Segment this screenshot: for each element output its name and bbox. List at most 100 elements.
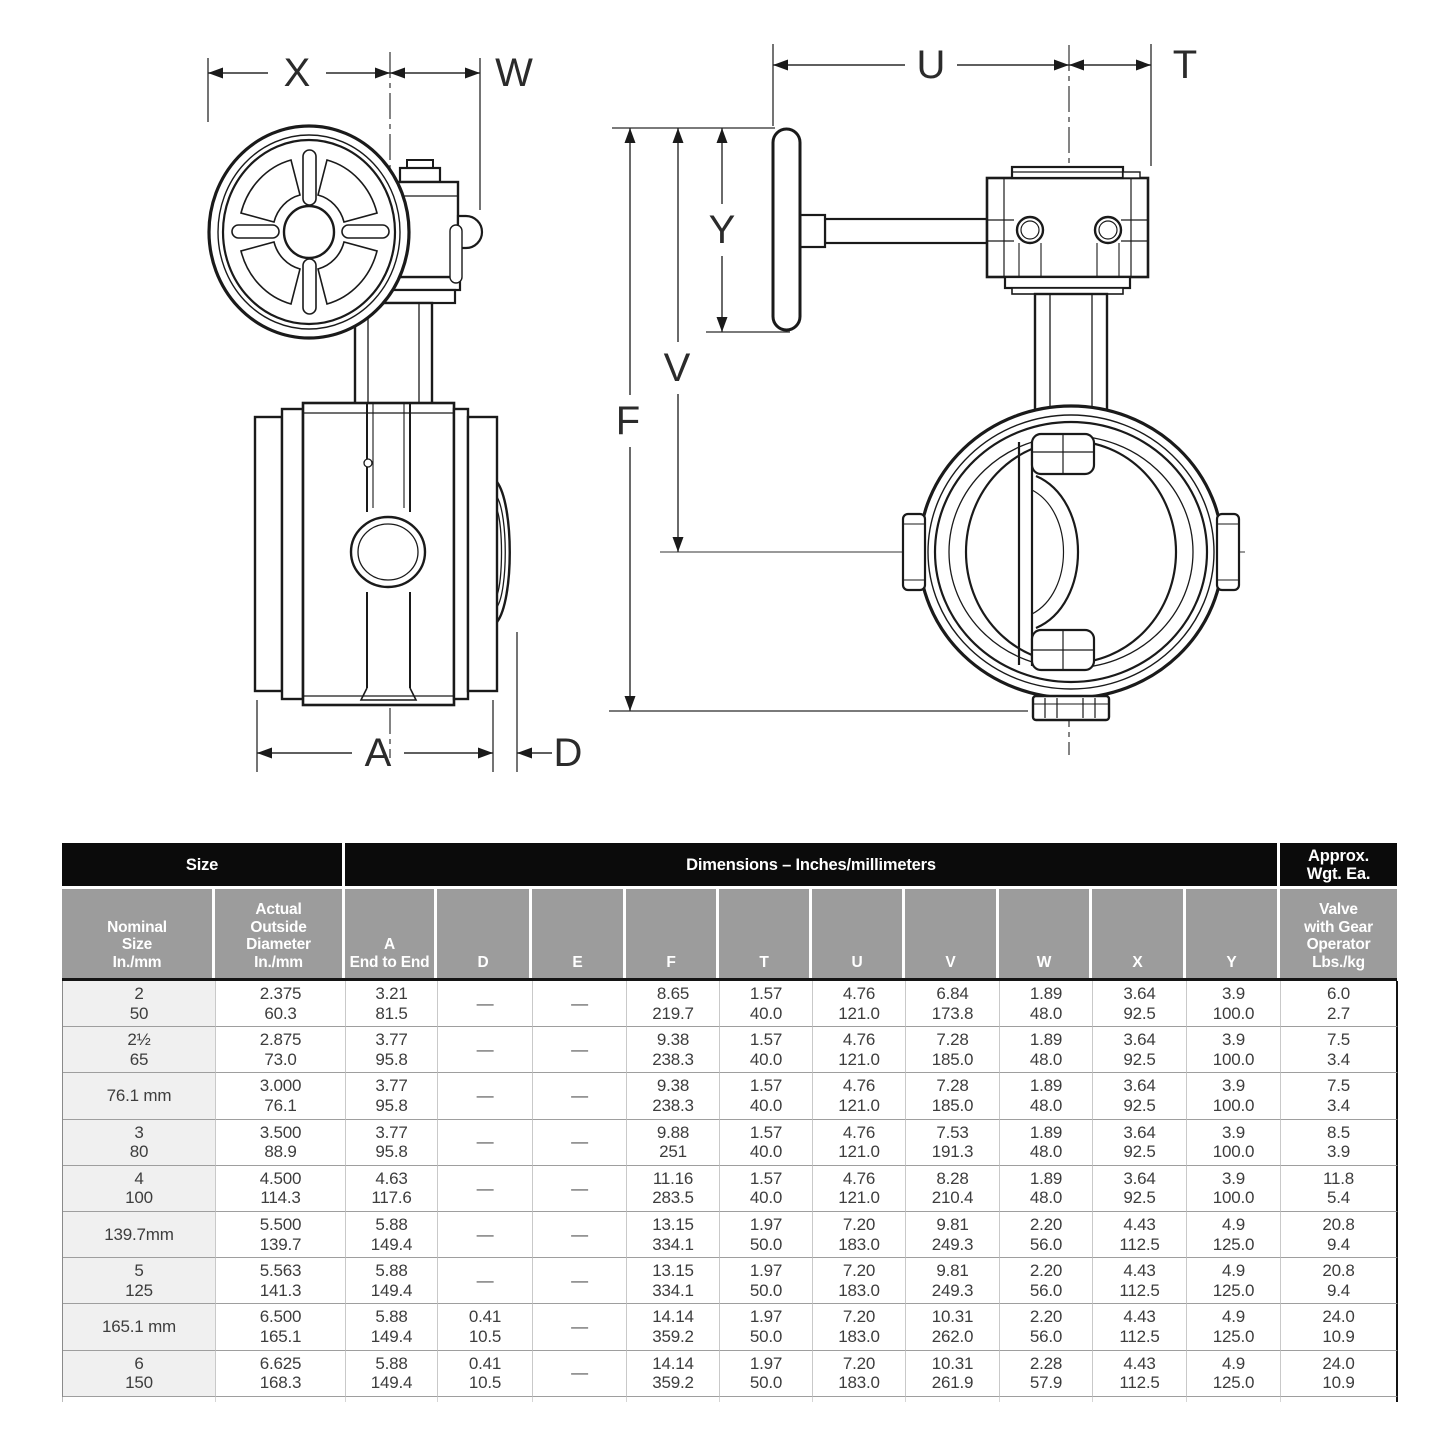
table-cell-cutoff bbox=[906, 1396, 1000, 1402]
table-cell-cutoff bbox=[533, 1396, 627, 1402]
table-cell-cutoff bbox=[720, 1396, 813, 1402]
svg-text:T: T bbox=[1173, 43, 1197, 87]
table-cell-cutoff bbox=[813, 1396, 906, 1402]
table-cell: — bbox=[533, 1211, 627, 1259]
svg-text:X: X bbox=[284, 51, 311, 95]
table-cell: — bbox=[533, 1258, 627, 1305]
table-cell-cutoff bbox=[346, 1396, 438, 1402]
table-cell: — bbox=[533, 1350, 627, 1397]
table-cell: — bbox=[438, 981, 533, 1028]
header-weight: Approx. Wgt. Ea. bbox=[1306, 846, 1371, 883]
header-divider bbox=[62, 886, 1397, 889]
dimension-A: A bbox=[256, 700, 494, 775]
dimension-T: T bbox=[1069, 43, 1197, 166]
table-cell: 139.7mm bbox=[63, 1211, 216, 1259]
table-cell-cutoff bbox=[627, 1396, 720, 1402]
front-view: U T Y bbox=[609, 43, 1245, 755]
svg-text:U: U bbox=[917, 43, 946, 87]
handwheel-icon bbox=[207, 124, 411, 340]
valve-technical-drawing: X W A bbox=[207, 43, 1245, 775]
dimension-Y: Y bbox=[709, 128, 736, 332]
dimension-X: X bbox=[207, 51, 390, 122]
subheader-rule bbox=[62, 978, 1397, 981]
table-cell-cutoff bbox=[438, 1396, 533, 1402]
column-header: V bbox=[905, 889, 999, 978]
table-cell: — bbox=[438, 1211, 533, 1259]
table-cell: — bbox=[438, 1073, 533, 1120]
svg-text:D: D bbox=[554, 731, 583, 775]
table-cell: — bbox=[438, 1165, 533, 1212]
header-dimensions: Dimensions – Inches/millimeters bbox=[345, 843, 1280, 886]
svg-text:V: V bbox=[664, 346, 691, 390]
table-cell: 165.1 mm bbox=[63, 1304, 216, 1351]
dimension-W: W bbox=[390, 51, 533, 210]
dimensions-table: Size Dimensions – Inches/millimeters App… bbox=[62, 843, 1398, 1402]
dimension-F: F bbox=[616, 128, 640, 711]
table-cell-cutoff bbox=[1093, 1396, 1187, 1402]
dimension-V: V bbox=[664, 128, 691, 552]
table-cell-cutoff bbox=[1000, 1396, 1093, 1402]
svg-text:Y: Y bbox=[709, 208, 736, 252]
